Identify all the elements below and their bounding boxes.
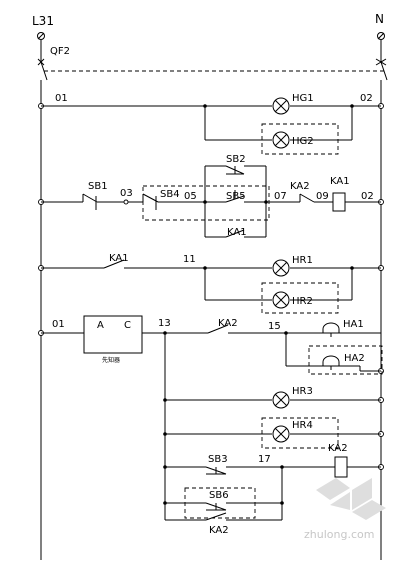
label-ka2: KA2 <box>290 181 310 192</box>
label-sb1: SB1 <box>88 181 108 192</box>
label-sb3: SB3 <box>208 454 228 465</box>
coil-ka1 <box>332 192 346 212</box>
row-lamps-hr3-hr4 <box>163 391 384 449</box>
watermark-logo <box>316 478 386 520</box>
row-reset <box>163 456 384 521</box>
label-hg1: HG1 <box>292 93 314 104</box>
label-ka1-contact: KA1 <box>227 227 247 238</box>
node-03: 03 <box>120 188 133 199</box>
label-ha1: HA1 <box>343 319 364 330</box>
label-ka2-row4: KA2 <box>218 318 238 329</box>
supply-label-l31: L31 <box>32 14 54 28</box>
lamp-hr1 <box>272 259 290 277</box>
node-17: 17 <box>258 454 271 465</box>
left-terminal <box>37 32 45 40</box>
coil-ka2 <box>334 456 348 478</box>
right-terminal <box>377 32 385 40</box>
label-coil-ka2: KA2 <box>328 443 348 454</box>
label-sb6: SB6 <box>209 490 229 501</box>
label-hr2: HR2 <box>292 296 313 307</box>
label-sb2: SB2 <box>226 154 246 165</box>
node-01: 01 <box>55 93 68 104</box>
terminal-a: A <box>97 320 104 331</box>
watermark-text: zhulong.com <box>304 528 374 541</box>
node-02-row2: 02 <box>361 191 374 202</box>
node-02: 02 <box>360 93 373 104</box>
label-sb5: SB5 <box>226 191 246 202</box>
row-start-stop <box>38 165 384 238</box>
node-15: 15 <box>268 321 281 332</box>
label-ka2-contact: KA2 <box>209 525 229 536</box>
label-ka1-row3: KA1 <box>109 253 129 264</box>
lamp-hr3 <box>272 391 290 409</box>
label-coil-ka1: KA1 <box>330 176 350 187</box>
node-07: 07 <box>274 191 287 202</box>
breaker-qf2 <box>37 58 388 81</box>
label-hr4: HR4 <box>292 420 313 431</box>
node-01-row4: 01 <box>52 319 65 330</box>
row-alarm <box>38 315 384 520</box>
terminal-c: C <box>124 320 131 331</box>
alarm-device-label: 先知器 <box>102 356 120 364</box>
row-green-lamps <box>38 97 384 155</box>
breaker-label: QF2 <box>50 46 70 57</box>
label-sb4: SB4 <box>160 189 180 200</box>
lamp-hg1 <box>272 97 290 115</box>
supply-label-n: N <box>375 12 384 26</box>
row-red-lamps <box>38 259 384 314</box>
node-09: 09 <box>316 191 329 202</box>
lamp-hr4 <box>272 425 290 443</box>
lamp-hg2 <box>272 131 290 149</box>
label-hr3: HR3 <box>292 386 313 397</box>
label-hg2: HG2 <box>292 136 314 147</box>
alarm-device <box>83 315 143 354</box>
label-ha2: HA2 <box>344 353 365 364</box>
node-11: 11 <box>183 254 196 265</box>
label-hr1: HR1 <box>292 255 313 266</box>
lamp-hr2 <box>272 291 290 309</box>
node-13: 13 <box>158 318 171 329</box>
node-05: 05 <box>184 191 197 202</box>
